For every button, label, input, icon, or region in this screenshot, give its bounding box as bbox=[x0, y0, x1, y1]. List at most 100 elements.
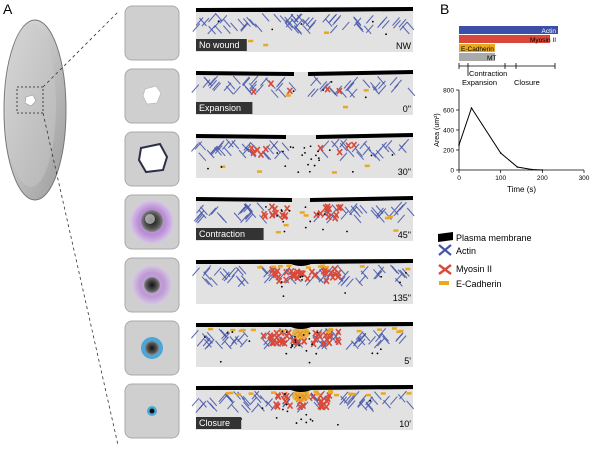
stage-label: Expansion bbox=[196, 102, 253, 114]
thumbnails bbox=[124, 5, 180, 439]
phase-closure: Closure bbox=[514, 78, 540, 87]
plasma-membrane bbox=[196, 7, 413, 12]
bar-actin bbox=[459, 26, 558, 34]
y-axis-label: Area (um²) bbox=[434, 113, 441, 146]
zoom-line-bottom bbox=[42, 112, 119, 446]
time-label: 10' bbox=[399, 419, 411, 429]
section-6: 5' bbox=[190, 322, 413, 367]
vesicles bbox=[292, 81, 367, 99]
section-5: 135" bbox=[192, 259, 413, 304]
vesicles bbox=[203, 330, 382, 364]
plasma-membrane bbox=[196, 322, 413, 329]
time-label: 30" bbox=[398, 167, 411, 177]
x-tick-label: 100 bbox=[495, 175, 506, 182]
bar-mt bbox=[459, 53, 495, 61]
legend-actin-label: Actin bbox=[456, 246, 476, 256]
wound-135s bbox=[144, 277, 160, 293]
legend-membrane-swatch bbox=[438, 232, 453, 242]
time-label: 5' bbox=[404, 356, 411, 366]
wound-closure bbox=[149, 408, 155, 414]
data-point bbox=[516, 166, 519, 168]
time-label: 0" bbox=[403, 104, 411, 114]
wound-in-embryo bbox=[24, 94, 37, 107]
wound-30s bbox=[137, 142, 169, 174]
legend-ecad-label: E-Cadherin bbox=[456, 279, 502, 289]
data-point bbox=[499, 152, 502, 154]
y-tick-label: 800 bbox=[443, 88, 454, 95]
actin-mesh bbox=[191, 390, 415, 414]
stage-label: Closure bbox=[196, 417, 242, 429]
thumbnail-no-wound bbox=[124, 5, 180, 61]
plasma-membrane bbox=[196, 133, 413, 139]
bar-mt-label: MT bbox=[487, 55, 496, 62]
plasma-membrane bbox=[196, 196, 413, 202]
vesicles bbox=[217, 20, 387, 36]
ecad-marks bbox=[257, 264, 411, 271]
bar-actin-label: Actin bbox=[542, 28, 557, 35]
time-label: 135" bbox=[393, 293, 411, 303]
stage-label: Contraction bbox=[196, 228, 264, 240]
stage-label-text: Contraction bbox=[199, 229, 245, 239]
legend-myosin-icon bbox=[438, 264, 452, 275]
time-label: NW bbox=[396, 41, 411, 51]
phase-expansion: Expansion bbox=[462, 78, 497, 87]
data-point bbox=[458, 144, 460, 146]
highlight-contraction bbox=[145, 214, 155, 224]
stage-label-text: Expansion bbox=[199, 103, 241, 113]
bar-ecad bbox=[459, 44, 495, 52]
data-point bbox=[541, 169, 544, 171]
myosin-cluster bbox=[248, 141, 358, 159]
panel-label-b: B bbox=[440, 1, 449, 17]
area-line bbox=[458, 106, 543, 171]
y-tick-label: 200 bbox=[443, 148, 454, 155]
stage-label-text: No wound bbox=[199, 40, 240, 50]
wound-5min bbox=[145, 341, 159, 355]
myosin-cluster bbox=[250, 80, 343, 96]
myosin-cluster bbox=[273, 391, 333, 411]
y-tick-label: 400 bbox=[443, 128, 454, 135]
x-tick-label: 300 bbox=[579, 175, 590, 182]
vesicles bbox=[240, 393, 372, 426]
myosin-cluster bbox=[260, 203, 344, 222]
section-2: Expansion 0" bbox=[191, 70, 416, 115]
wound-expansion bbox=[142, 85, 162, 105]
bar-myosin-label: Myosin II bbox=[530, 37, 556, 44]
legend-actin-icon bbox=[438, 244, 452, 256]
actin-mesh bbox=[193, 201, 415, 224]
y-tick-label: 600 bbox=[443, 108, 454, 115]
protein-timing-bars: Actin Myosin II E-Cadherin MT Contractio… bbox=[458, 26, 558, 87]
plasma-membrane bbox=[196, 259, 413, 266]
plasma-membrane bbox=[196, 70, 413, 76]
ecad-marks bbox=[225, 390, 412, 402]
ecad-marks bbox=[248, 31, 330, 47]
stage-label-text: Closure bbox=[199, 418, 230, 428]
legend-membrane-label: Plasma membrane bbox=[456, 233, 532, 243]
vesicles bbox=[207, 145, 394, 174]
bar-ecad-label: E-Cadherin bbox=[461, 46, 494, 53]
cytoplasm bbox=[196, 261, 413, 304]
y-tick-label: 0 bbox=[450, 168, 454, 175]
plasma-membrane bbox=[196, 385, 413, 392]
section-1: No wound NW bbox=[192, 7, 415, 52]
section-7: Closure 10' bbox=[191, 385, 415, 430]
vesicles bbox=[280, 272, 407, 298]
stage-label: No wound bbox=[196, 39, 247, 51]
actin-mesh bbox=[192, 12, 415, 35]
x-tick-label: 0 bbox=[457, 175, 461, 182]
legend-ecad-swatch bbox=[439, 281, 449, 285]
data-point bbox=[470, 107, 473, 109]
time-label: 45" bbox=[398, 230, 411, 240]
section-3: 30" bbox=[190, 133, 413, 178]
phase-contraction: Contraction bbox=[469, 69, 507, 78]
data-point bbox=[531, 168, 533, 171]
zoom-region bbox=[16, 86, 44, 114]
legend-myosin-label: Myosin II bbox=[456, 264, 492, 274]
myosin-cluster bbox=[269, 265, 342, 285]
myosin-cluster bbox=[260, 328, 342, 348]
legend: Plasma membrane Actin Myosin II E-Cadher… bbox=[438, 232, 532, 289]
ecad-marks bbox=[285, 89, 369, 109]
ecad-marks bbox=[220, 164, 370, 174]
section-4: Contraction 45" bbox=[193, 196, 415, 241]
